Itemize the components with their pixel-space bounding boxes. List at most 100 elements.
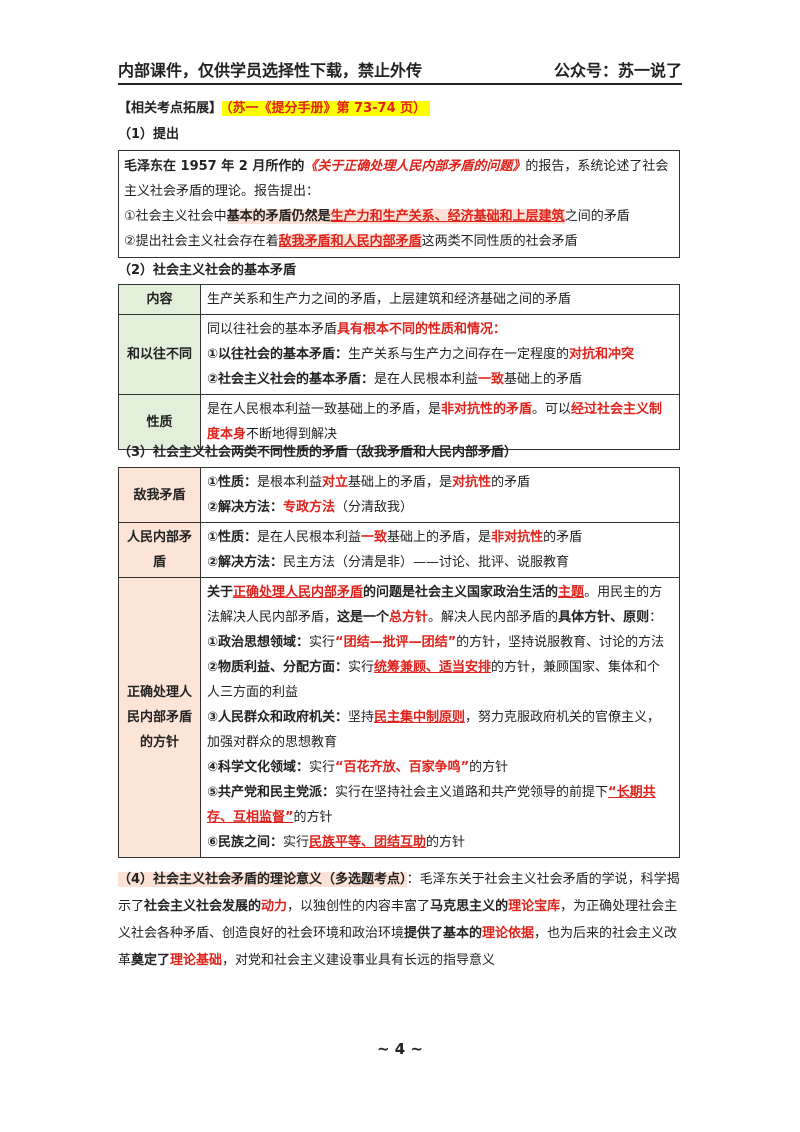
cell-text: 。用民主的方法解决人民内部矛盾， bbox=[207, 585, 663, 625]
row-value: ①性质：是在人民根本利益一致基础上的矛盾，是非对抗性的矛盾 ②解决方法：民主方法… bbox=[200, 522, 680, 578]
cell-keyword: “百花齐放、百家争鸣” bbox=[335, 760, 470, 775]
cell-keyword: 总方针 bbox=[389, 610, 429, 625]
table-row: 性质 是在人民根本利益一致基础上的矛盾，是非对抗性的矛盾。可以经过社会主义制度本… bbox=[118, 394, 680, 450]
s4-keyword: 理论依据 bbox=[482, 926, 535, 941]
cell-keyword: 非对抗性 bbox=[491, 530, 544, 545]
topic-line: 【相关考点拓展】（苏一《提分手册》第 73-74 页） bbox=[118, 98, 682, 120]
cell-keyword: 对抗性 bbox=[452, 475, 492, 490]
s1-text: 之间的矛盾 bbox=[564, 209, 630, 224]
cell-text: 基础上的矛盾，是 bbox=[387, 530, 492, 545]
cell-text: 是在人民根本利益 bbox=[374, 372, 479, 387]
cell-text: 实行在坚持社会主义道路和共产党领导的前提下 bbox=[335, 785, 609, 800]
cell-keyword: 民主集中制原则 bbox=[374, 710, 466, 725]
row-key: 敌我矛盾 bbox=[118, 467, 201, 523]
s4-text: ，以独创性的内容丰富了 bbox=[287, 899, 431, 914]
cell-text: 是在人民根本利益 bbox=[257, 530, 362, 545]
cell-text: 民主方法（分清是非）——讨论、批评、说服教育 bbox=[283, 555, 570, 570]
row-value: 同以往社会的基本矛盾具有根本不同的性质和情况： ①以往社会的基本矛盾：生产关系与… bbox=[200, 314, 680, 395]
cell-text: 是根本利益 bbox=[257, 475, 323, 490]
page-number: ~ 4 ~ bbox=[376, 1040, 424, 1058]
s1-keyword: 敌我矛盾和人民内部矛盾 bbox=[278, 234, 422, 249]
s4-text: ，也为后来的社会主义改革 bbox=[118, 926, 678, 968]
cell-text: 。可以 bbox=[532, 402, 572, 417]
section-2-title: （2）社会主义社会的基本矛盾 bbox=[118, 263, 297, 278]
basic-contradiction-table: 内容 生产关系和生产力之间的矛盾，上层建筑和经济基础之间的矛盾 和以往不同 同以… bbox=[118, 284, 680, 450]
topic-reference: （苏一《提分手册》第 73-74 页） bbox=[222, 101, 431, 116]
cell-text: 不断地得到解决 bbox=[246, 427, 338, 442]
cell-text: 的矛盾 bbox=[491, 475, 531, 490]
table-row: 正确处理人民内部矛盾的方针 关于正确处理人民内部矛盾的问题是社会主义国家政治生活… bbox=[118, 577, 680, 858]
cell-keyword: 专政方法 bbox=[283, 500, 336, 515]
section-1-title: （1）提出 bbox=[118, 127, 180, 142]
section-3-title: （3）社会主义社会两类不同性质的矛盾（敌我矛盾和人民内部矛盾） bbox=[118, 445, 518, 460]
s4-text: 马克思主义的 bbox=[430, 899, 509, 914]
cell-text: 这是一个 bbox=[337, 610, 390, 625]
cell-text: 具体方针、原则 bbox=[558, 610, 650, 625]
s1-text: 的报告，系统论述了社会主义社会矛盾的理论。报告提出： bbox=[124, 159, 669, 199]
table-row: 人民内部矛盾 ①性质：是在人民根本利益一致基础上的矛盾，是非对抗性的矛盾 ②解决… bbox=[118, 522, 680, 578]
s1-point-2: ②提出社会主义社会存在着敌我矛盾和人民内部矛盾这两类不同性质的社会矛盾 bbox=[124, 229, 674, 254]
cell-keyword: 主题 bbox=[558, 585, 585, 600]
s1-point-1: ①社会主义社会中基本的矛盾仍然是生产力和生产关系、经济基础和上层建筑之间的矛盾 bbox=[124, 204, 674, 229]
cell-text: ⑤共产党和民主党派： bbox=[207, 785, 336, 800]
page-header: 内部课件，仅供学员选择性下载，禁止外传 公众号：苏一说了 bbox=[118, 55, 682, 85]
cell-keyword: “团结—批评—团结” bbox=[335, 635, 457, 650]
s1-text: 这两类不同性质的社会矛盾 bbox=[421, 234, 578, 249]
cell-text: ①性质： bbox=[207, 530, 258, 545]
cell-keyword: 一致 bbox=[478, 372, 505, 387]
cell-keyword: 非对抗性的矛盾 bbox=[441, 402, 533, 417]
table-row: 和以往不同 同以往社会的基本矛盾具有根本不同的性质和情况： ①以往社会的基本矛盾… bbox=[118, 314, 680, 395]
cell-text: ，努力克服政府机关的官僚主义，加强对群众的思想教育 bbox=[207, 710, 661, 750]
s4-text: ：毛泽东关于社会主义社会矛盾的学说，科学揭示了 bbox=[118, 872, 680, 914]
row-key: 正确处理人民内部矛盾的方针 bbox=[118, 577, 201, 858]
row-key: 性质 bbox=[118, 394, 201, 450]
s4-text: ，为正确处理社会主义社会各种矛盾、创造良好的社会环境和政治环境 bbox=[118, 899, 678, 941]
s4-title: 社会主义社会矛盾的理论意义（多选题考点） bbox=[153, 872, 407, 887]
cell-text: 实行 bbox=[283, 835, 310, 850]
cell-text: 生产关系与生产力之间存在一定程度的 bbox=[348, 347, 570, 362]
cell-text: ①性质： bbox=[207, 475, 258, 490]
table-row: 敌我矛盾 ①性质：是根本利益对立基础上的矛盾，是对抗性的矛盾 ②解决方法：专政方… bbox=[118, 467, 680, 523]
s1-text: 毛泽东在 1957 年 2 月所作的 bbox=[124, 159, 305, 174]
cell-text: 。解决人民内部矛盾的 bbox=[428, 610, 559, 625]
cell-text: （分清敌我） bbox=[335, 500, 414, 515]
cell-text: 的方针 bbox=[293, 810, 333, 825]
row-value: 关于正确处理人民内部矛盾的问题是社会主义国家政治生活的主题。用民主的方法解决人民… bbox=[200, 577, 680, 858]
cell-keyword: 对立 bbox=[322, 475, 349, 490]
cell-text: 是在人民根本利益一致基础上的矛盾，是 bbox=[207, 402, 442, 417]
row-value: 是在人民根本利益一致基础上的矛盾，是非对抗性的矛盾。可以经过社会主义制度本身不断… bbox=[200, 394, 680, 450]
cell-text: ②解决方法： bbox=[207, 555, 284, 570]
header-left: 内部课件，仅供学员选择性下载，禁止外传 bbox=[118, 61, 423, 80]
section-4-paragraph: （4）社会主义社会矛盾的理论意义（多选题考点）：毛泽东关于社会主义社会矛盾的学说… bbox=[118, 866, 682, 974]
s4-keyword: 动力 bbox=[261, 899, 288, 914]
header-right: 公众号：苏一说了 bbox=[553, 61, 682, 80]
s1-keyword: 生产力和生产关系、经济基础和上层建筑 bbox=[330, 209, 565, 224]
cell-text: 关于 bbox=[207, 585, 234, 600]
table-row: 内容 生产关系和生产力之间的矛盾，上层建筑和经济基础之间的矛盾 bbox=[118, 284, 680, 315]
cell-text: 的方针，坚持说服教育、讨论的方法 bbox=[456, 635, 665, 650]
row-key: 人民内部矛盾 bbox=[118, 522, 201, 578]
cell-text: 的方针 bbox=[426, 835, 466, 850]
cell-keyword: 经过社会主义制度本身 bbox=[207, 402, 663, 442]
cell-text: 坚持 bbox=[348, 710, 375, 725]
s1-paragraph: 毛泽东在 1957 年 2 月所作的《关于正确处理人民内部矛盾的问题》的报告，系… bbox=[124, 154, 674, 204]
cell-text: ②社会主义社会的基本矛盾： bbox=[207, 372, 375, 387]
s4-text: ，对党和社会主义建设事业具有长远的指导意义 bbox=[222, 953, 496, 968]
cell-keyword: 民族平等、团结互助 bbox=[309, 835, 427, 850]
cell-text: 的问题是社会主义国家政治生活的 bbox=[363, 585, 559, 600]
row-key: 内容 bbox=[118, 284, 201, 315]
cell-text: 的方针 bbox=[469, 760, 509, 775]
cell-text: ⑥民族之间： bbox=[207, 835, 284, 850]
s4-keyword: 理论宝库 bbox=[508, 899, 561, 914]
s1-text: ①社会主义社会中 bbox=[124, 209, 227, 224]
s4-keyword: 理论基础 bbox=[170, 953, 223, 968]
cell-keyword: 具有根本不同的性质和情况： bbox=[337, 322, 507, 337]
topic-label: 【相关考点拓展】 bbox=[118, 101, 223, 116]
cell-text: 同以往社会的基本矛盾 bbox=[207, 322, 338, 337]
s4-text: （4） bbox=[118, 872, 154, 887]
two-contradictions-table: 敌我矛盾 ①性质：是根本利益对立基础上的矛盾，是对抗性的矛盾 ②解决方法：专政方… bbox=[118, 467, 680, 858]
cell-text: ③人民群众和政府机关： bbox=[207, 710, 349, 725]
cell-text: 的方针，兼顾国家、集体和个人三方面的利益 bbox=[207, 660, 661, 700]
cell-keyword: “长期共存、互相监督” bbox=[207, 785, 656, 825]
cell-keyword: 一致 bbox=[361, 530, 388, 545]
